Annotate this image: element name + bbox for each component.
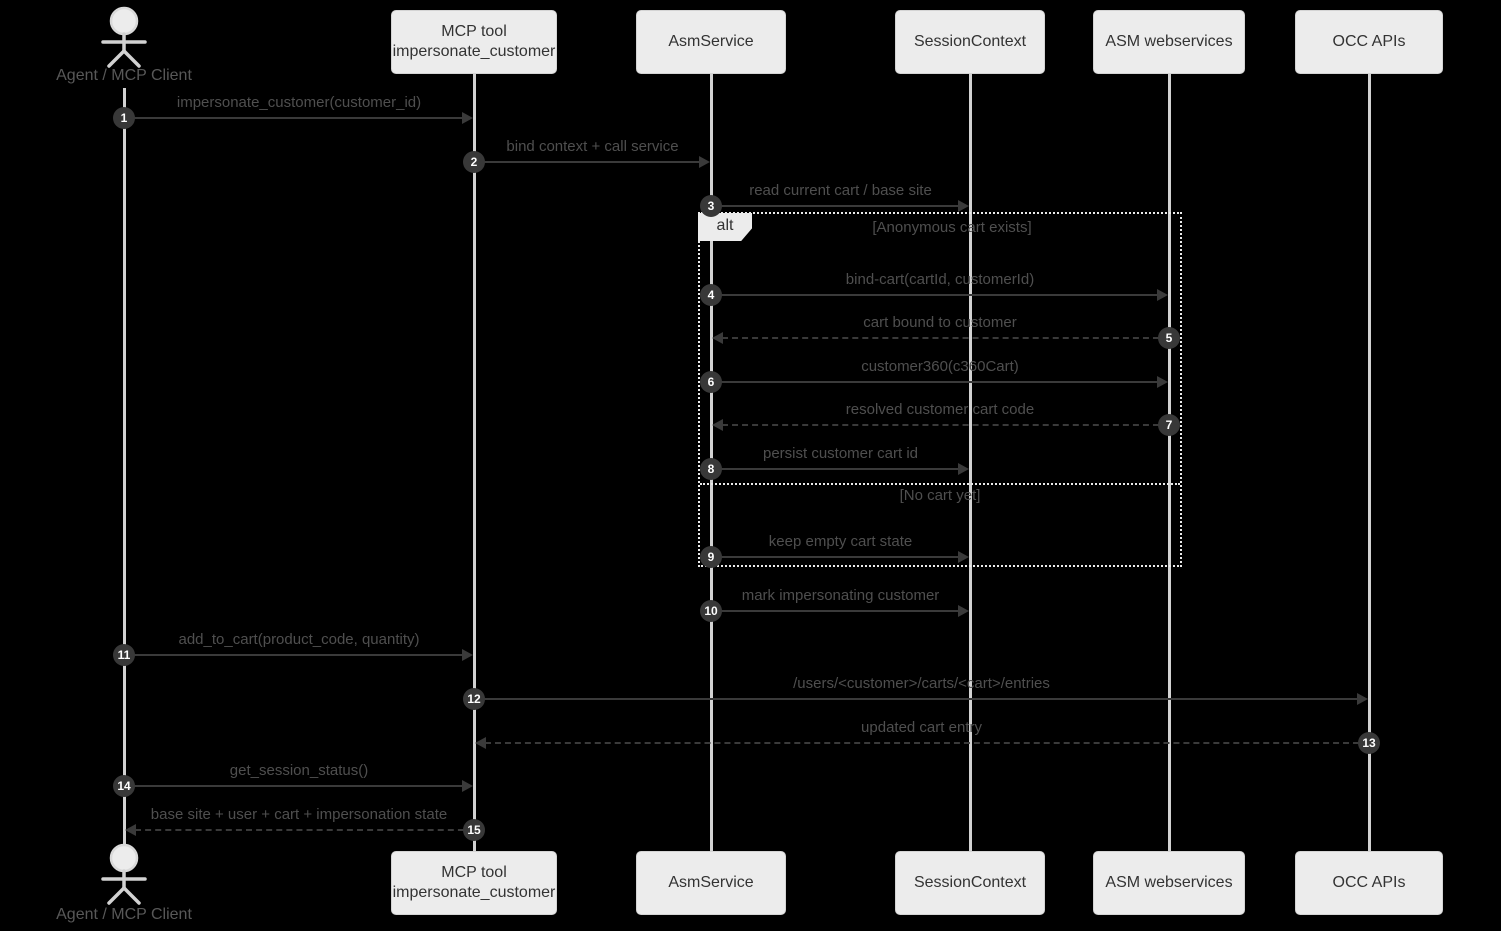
participant-box-asm-service: AsmService [636, 10, 786, 74]
message-label-7: resolved customer cart code [845, 401, 1035, 418]
message-arrow-8 [711, 468, 959, 470]
arrowhead-3 [958, 200, 969, 212]
message-label-1: impersonate_customer(customer_id) [176, 94, 422, 111]
message-label-9: keep empty cart state [768, 533, 913, 550]
message-arrow-11 [124, 654, 463, 656]
actor-label-agent: Agent / MCP Client [56, 67, 192, 84]
message-label-15: base site + user + cart + impersonation … [150, 806, 448, 823]
sequence-number-badge-6: 6 [700, 371, 722, 393]
lifeline-session-context [968, 74, 972, 851]
sequence-number-badge-2: 2 [463, 151, 485, 173]
arrowhead-11 [462, 649, 473, 661]
participant-box-asm-webservices: ASM webservices [1093, 10, 1245, 74]
arrowhead-5 [712, 332, 723, 344]
sequence-number-badge-4: 4 [700, 284, 722, 306]
arrowhead-4 [1157, 289, 1168, 301]
message-label-10: mark impersonating customer [741, 587, 940, 604]
message-arrow-5 [722, 337, 1169, 339]
arrowhead-9 [958, 551, 969, 563]
actor-figure [84, 6, 164, 73]
arrowhead-8 [958, 463, 969, 475]
arrowhead-13 [475, 737, 486, 749]
message-arrow-13 [485, 742, 1369, 744]
message-arrow-2 [474, 161, 700, 163]
sequence-number-badge-8: 8 [700, 458, 722, 480]
sequence-number-badge-10: 10 [700, 600, 722, 622]
message-label-11: add_to_cart(product_code, quantity) [178, 631, 420, 648]
message-arrow-10 [711, 610, 959, 612]
arrowhead-14 [462, 780, 473, 792]
arrowhead-12 [1357, 693, 1368, 705]
message-arrow-12 [474, 698, 1358, 700]
arrowhead-10 [958, 605, 969, 617]
participant-box-asm-webservices-bottom: ASM webservices [1093, 851, 1245, 915]
participant-box-mcp-tool-bottom: MCP tool impersonate_customer [391, 851, 557, 915]
message-label-2: bind context + call service [506, 138, 679, 155]
message-arrow-9 [711, 556, 959, 558]
arrowhead-2 [699, 156, 710, 168]
alt-divider [700, 483, 1180, 485]
sequence-number-badge-9: 9 [700, 546, 722, 568]
sequence-number-badge-5: 5 [1158, 327, 1180, 349]
message-label-5: cart bound to customer [863, 314, 1017, 331]
participant-box-session-context-bottom: SessionContext [895, 851, 1045, 915]
sequence-number-badge-1: 1 [113, 107, 135, 129]
sequence-number-badge-14: 14 [113, 775, 135, 797]
message-arrow-14 [124, 785, 463, 787]
participant-box-occ-apis: OCC APIs [1295, 10, 1443, 74]
lifeline-asm-webservices [1167, 74, 1171, 851]
arrowhead-6 [1157, 376, 1168, 388]
participant-box-session-context: SessionContext [895, 10, 1045, 74]
participant-box-mcp-tool: MCP tool impersonate_customer [391, 10, 557, 74]
message-arrow-15 [135, 829, 474, 831]
participant-box-occ-apis-bottom: OCC APIs [1295, 851, 1443, 915]
message-label-14: get_session_status() [229, 762, 369, 779]
lifeline-mcp-tool [472, 74, 476, 851]
sequence-number-badge-12: 12 [463, 688, 485, 710]
sequence-number-badge-7: 7 [1158, 414, 1180, 436]
message-label-13: updated cart entry [861, 719, 982, 736]
sequence-number-badge-3: 3 [700, 195, 722, 217]
sequence-number-badge-15: 15 [463, 819, 485, 841]
lifeline-occ-apis [1367, 74, 1371, 851]
message-label-6: customer360(c360Cart) [861, 358, 1019, 375]
sequence-number-badge-13: 13 [1358, 732, 1380, 754]
actor-label-agent-bottom: Agent / MCP Client [56, 906, 192, 923]
alt-condition-no-cart: [No cart yet] [899, 487, 981, 504]
sequence-number-badge-11: 11 [113, 644, 135, 666]
lifeline-agent [122, 88, 126, 845]
message-arrow-1 [124, 117, 463, 119]
participant-box-asm-service-bottom: AsmService [636, 851, 786, 915]
message-arrow-6 [711, 381, 1158, 383]
message-label-3: read current cart / base site [749, 182, 932, 199]
arrowhead-1 [462, 112, 473, 124]
message-arrow-7 [722, 424, 1169, 426]
arrowhead-7 [712, 419, 723, 431]
alt-condition-anonymous-cart: [Anonymous cart exists] [872, 219, 1032, 236]
alt-label: alt [698, 213, 752, 241]
message-label-4: bind-cart(cartId, customerId) [845, 271, 1035, 288]
message-arrow-4 [711, 294, 1158, 296]
alt-frame [698, 212, 1182, 567]
message-arrow-3 [711, 205, 959, 207]
arrowhead-15 [125, 824, 136, 836]
message-label-12: /users/<customer>/carts/<cart>/entries [793, 675, 1050, 692]
actor-figure [84, 843, 164, 910]
message-label-8: persist customer cart id [762, 445, 919, 462]
